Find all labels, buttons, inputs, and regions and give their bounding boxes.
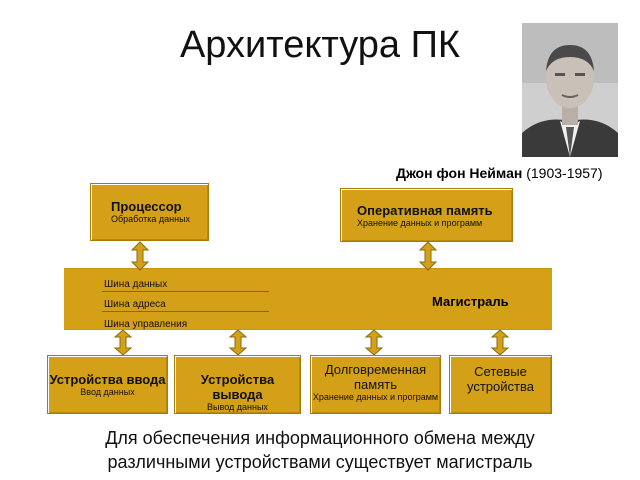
output-title: Устройства вывода [200, 372, 275, 402]
storage-subtitle: Хранение данных и программ [312, 392, 439, 402]
double-arrow-icon [113, 329, 133, 356]
storage-box: Долговременная память Хранение данных и … [310, 355, 441, 414]
storage-title-line2: память [354, 377, 397, 392]
caption-years: (1903-1957) [526, 165, 603, 181]
output-devices-box: Устройства вывода Вывод данных [174, 355, 301, 414]
caption-name: Джон фон Нейман [396, 165, 523, 181]
output-subtitle: Вывод данных [207, 402, 268, 412]
footer-line-1: Для обеспечения информационного обмена м… [105, 428, 535, 448]
input-devices-box: Устройства ввода Ввод данных [47, 355, 168, 414]
bus-label: Магистраль [432, 294, 509, 309]
processor-box: Процессор Обработка данных [90, 183, 209, 241]
ram-subtitle: Хранение данных и программ [357, 218, 483, 228]
bus-line-data: Шина данных [102, 279, 269, 292]
processor-subtitle: Обработка данных [111, 214, 191, 224]
bus-line-control: Шина управления [104, 319, 188, 330]
bus-line-address: Шина адреса [102, 299, 269, 312]
double-arrow-icon [418, 241, 438, 271]
input-title: Устройства ввода [49, 372, 166, 387]
double-arrow-icon [364, 329, 384, 356]
system-bus: Шина данных Шина адреса Шина управления … [64, 268, 552, 330]
storage-title-line1: Долговременная [324, 362, 427, 377]
network-devices-box: Сетевые устройства [449, 355, 552, 414]
ram-box: Оперативная память Хранение данных и про… [340, 188, 513, 242]
footer-line-2: различными устройствами существует магис… [107, 452, 533, 472]
footer-text: Для обеспечения информационного обмена м… [20, 426, 620, 474]
network-title-line2: устройства [467, 379, 534, 394]
double-arrow-icon [490, 329, 510, 356]
input-subtitle: Ввод данных [80, 387, 135, 397]
double-arrow-icon [130, 241, 150, 271]
page-title: Архитектура ПК [179, 24, 461, 66]
double-arrow-icon [228, 329, 248, 356]
ram-title: Оперативная память [357, 203, 493, 218]
portrait-caption: Джон фон Нейман (1903-1957) [396, 164, 636, 182]
processor-title: Процессор [111, 199, 182, 214]
portrait-photo [522, 23, 618, 157]
network-title-line1: Сетевые [474, 364, 527, 379]
